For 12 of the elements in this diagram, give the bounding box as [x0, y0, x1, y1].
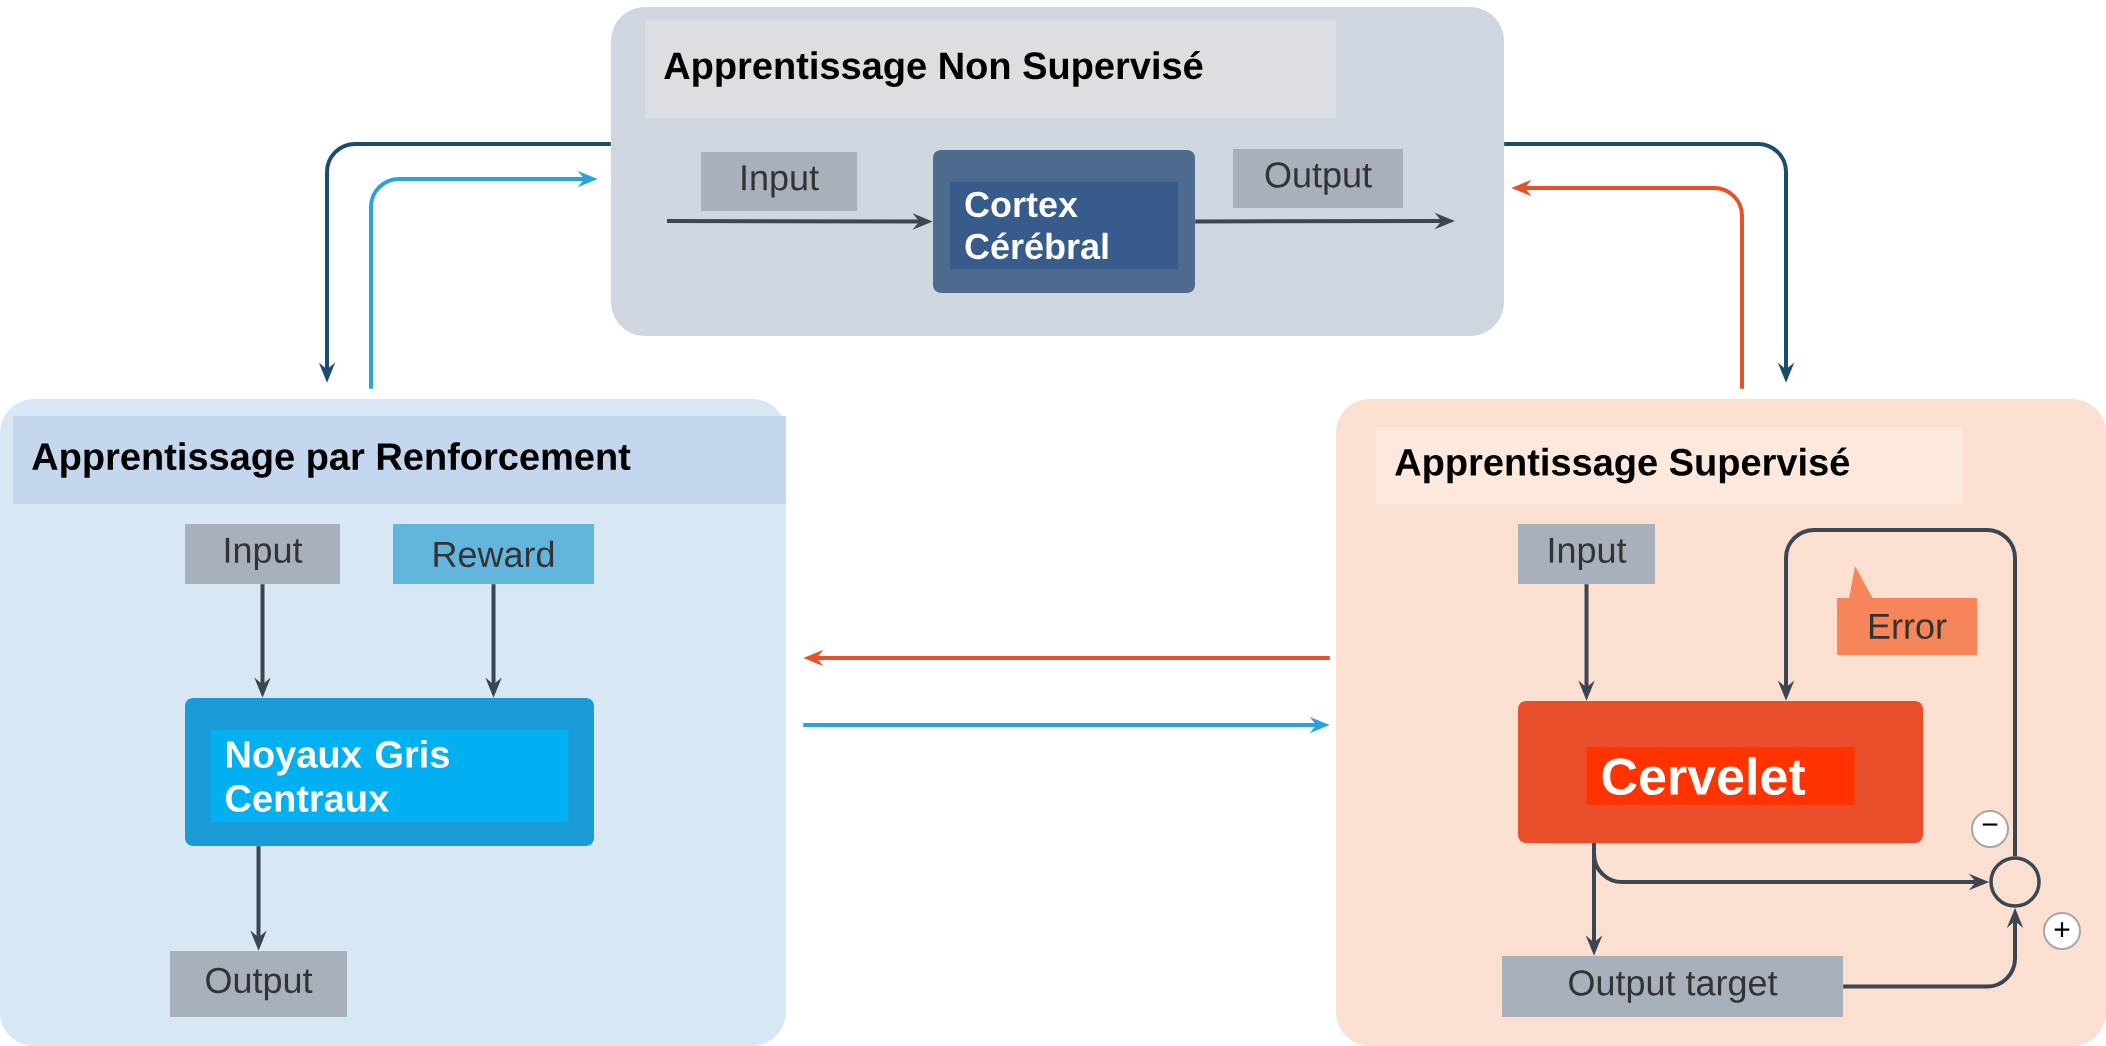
- label-box: Input: [701, 152, 857, 211]
- label-box: Output: [170, 951, 347, 1017]
- summing-circle: [1989, 856, 2041, 908]
- label-box: Input: [1518, 524, 1655, 584]
- label-box: Input: [185, 524, 340, 584]
- callout-box: Error: [1837, 566, 1977, 655]
- process-box: Noyaux Gris Centraux: [185, 698, 594, 846]
- process-box: Cervelet: [1518, 701, 1923, 843]
- process-box: Cortex Cérébral: [933, 150, 1195, 293]
- label-box: Output target: [1502, 956, 1843, 1017]
- label-box: Output: [1233, 149, 1403, 208]
- label-box: Reward: [393, 524, 594, 584]
